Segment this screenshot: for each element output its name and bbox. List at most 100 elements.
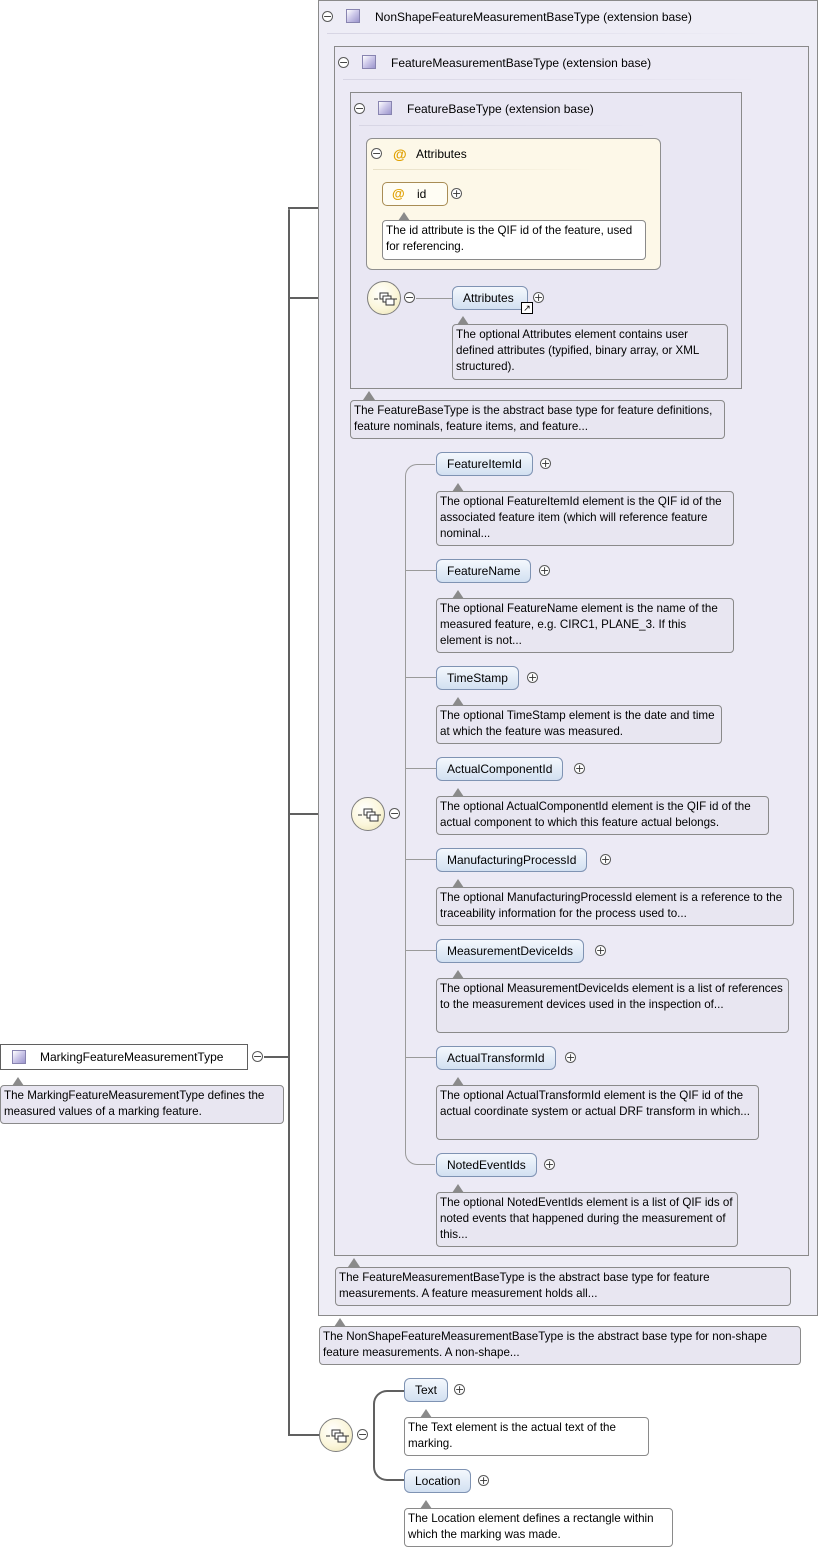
collapse-toggle-featuremeasurement[interactable]: − [338, 56, 349, 69]
reference-arrow-icon: ↗ [521, 302, 533, 314]
sequence-compositor-1[interactable] [367, 281, 401, 315]
note-tab [420, 1409, 432, 1418]
sequence-bracket-2 [405, 464, 435, 1165]
annotation-feature-item-id: The optional FeatureItemId element is th… [436, 491, 734, 546]
connector-trunk [288, 209, 290, 1435]
element-noted-event-ids[interactable]: NotedEventIds [436, 1153, 537, 1177]
sequence-icon [326, 1429, 349, 1443]
branch-line [406, 570, 436, 571]
sequence-compositor-2[interactable] [351, 797, 385, 831]
collapse-toggle-root[interactable]: − [252, 1050, 263, 1063]
element-manufacturing-process-id[interactable]: ManufacturingProcessId [436, 848, 588, 872]
root-type-label: MarkingFeatureMeasurementType [40, 1050, 224, 1064]
complex-type-icon [346, 9, 360, 23]
expand-toggle-location[interactable]: + [478, 1474, 489, 1487]
branch-line [406, 859, 436, 860]
root-type-box[interactable]: MarkingFeatureMeasurementType [0, 1044, 248, 1070]
expand-toggle-time-stamp[interactable]: + [527, 671, 538, 684]
expand-toggle-actual-transform-id[interactable]: + [565, 1051, 576, 1064]
header-divider [359, 125, 649, 126]
sequence-icon [358, 808, 381, 822]
annotation-nonshape: The NonShapeFeatureMeasurementBaseType i… [319, 1326, 801, 1365]
note-tab [452, 970, 464, 979]
element-actual-transform-id[interactable]: ActualTransformId [436, 1046, 556, 1070]
attribute-icon: @ [392, 186, 405, 201]
extension-title-featurebase: FeatureBaseType (extension base) [407, 102, 594, 116]
sequence-bracket-3 [373, 1390, 405, 1481]
collapse-toggle-nonshape[interactable]: − [322, 10, 333, 23]
note-tab [420, 1500, 432, 1509]
annotation-root: The MarkingFeatureMeasurementType define… [0, 1085, 284, 1124]
annotation-noted-event-ids: The optional NotedEventIds element is a … [436, 1192, 738, 1247]
connector-root-stub [264, 1056, 290, 1058]
complex-type-icon [378, 101, 392, 115]
expand-toggle-feature-name[interactable]: + [539, 564, 550, 577]
collapse-toggle-sequence-2[interactable]: − [389, 807, 400, 820]
annotation-id: The id attribute is the QIF id of the fe… [382, 220, 646, 260]
note-tab [457, 316, 469, 325]
annotation-location: The Location element defines a rectangle… [404, 1508, 673, 1547]
complex-type-icon [12, 1050, 26, 1064]
extension-title-featuremeasurement: FeatureMeasurementBaseType (extension ba… [391, 56, 652, 70]
note-tab [452, 879, 464, 888]
expand-toggle-attributes-element[interactable]: + [533, 291, 544, 304]
complex-type-icon [362, 55, 376, 69]
sequence-icon [374, 292, 397, 306]
note-tab [348, 1258, 360, 1267]
collapse-toggle-featurebase[interactable]: − [354, 102, 365, 115]
expand-toggle-feature-item-id[interactable]: + [540, 457, 551, 470]
annotation-measurement-device-ids: The optional MeasurementDeviceIds elemen… [436, 978, 789, 1033]
branch-line [406, 950, 436, 951]
expand-toggle-text[interactable]: + [454, 1383, 465, 1396]
annotation-actual-transform-id: The optional ActualTransformId element i… [436, 1085, 759, 1140]
expand-toggle-id[interactable]: + [451, 187, 462, 200]
header-divider [327, 33, 767, 34]
annotation-feature-name: The optional FeatureName element is the … [436, 598, 734, 653]
sequence-compositor-3[interactable] [319, 1418, 353, 1452]
note-tab [398, 212, 410, 221]
note-tab [452, 590, 464, 599]
attribute-icon: @ [393, 146, 407, 162]
collapse-toggle-attributes[interactable]: − [371, 147, 382, 160]
note-tab [12, 1077, 24, 1086]
annotation-attributes-element: The optional Attributes element contains… [452, 324, 728, 380]
branch-line [406, 677, 436, 678]
connector-seq1-child [416, 298, 452, 299]
connector-to-seq3 [288, 1434, 320, 1436]
annotation-time-stamp: The optional TimeStamp element is the da… [436, 705, 722, 744]
branch-line [406, 768, 436, 769]
extension-title-nonshape: NonShapeFeatureMeasurementBaseType (exte… [375, 10, 692, 24]
note-tab [334, 1318, 346, 1327]
branch-line [406, 1057, 436, 1058]
attribute-id-label: id [417, 187, 427, 201]
header-divider [343, 79, 763, 80]
element-actual-component-id[interactable]: ActualComponentId [436, 757, 564, 781]
expand-toggle-actual-component-id[interactable]: + [574, 762, 585, 775]
annotation-text: The Text element is the actual text of t… [404, 1417, 649, 1456]
attributes-group-title: Attributes [416, 147, 467, 161]
element-measurement-device-ids[interactable]: MeasurementDeviceIds [436, 939, 585, 963]
collapse-toggle-sequence-1[interactable]: − [404, 291, 415, 304]
element-attributes-label: Attributes [463, 291, 514, 305]
element-text[interactable]: Text [404, 1378, 449, 1402]
annotation-featurebase: The FeatureBaseType is the abstract base… [350, 400, 725, 439]
element-time-stamp[interactable]: TimeStamp [436, 666, 519, 690]
annotation-featuremeasurement: The FeatureMeasurementBaseType is the ab… [335, 1267, 791, 1306]
expand-toggle-manufacturing-process-id[interactable]: + [600, 853, 611, 866]
annotation-manufacturing-process-id: The optional ManufacturingProcessId elem… [436, 887, 794, 926]
element-location[interactable]: Location [404, 1469, 472, 1493]
collapse-toggle-sequence-3[interactable]: − [357, 1428, 368, 1441]
note-tab [452, 483, 464, 492]
expand-toggle-noted-event-ids[interactable]: + [544, 1158, 555, 1171]
note-tab [363, 391, 375, 400]
note-tab [452, 1077, 464, 1086]
element-feature-item-id[interactable]: FeatureItemId [436, 452, 533, 476]
header-divider [373, 169, 593, 170]
annotation-actual-component-id: The optional ActualComponentId element i… [436, 796, 769, 835]
note-tab [452, 788, 464, 797]
note-tab [452, 1184, 464, 1193]
expand-toggle-measurement-device-ids[interactable]: + [595, 944, 606, 957]
attribute-id[interactable]: @ id [382, 182, 448, 206]
element-feature-name[interactable]: FeatureName [436, 559, 532, 583]
element-attributes[interactable]: Attributes [452, 286, 528, 310]
